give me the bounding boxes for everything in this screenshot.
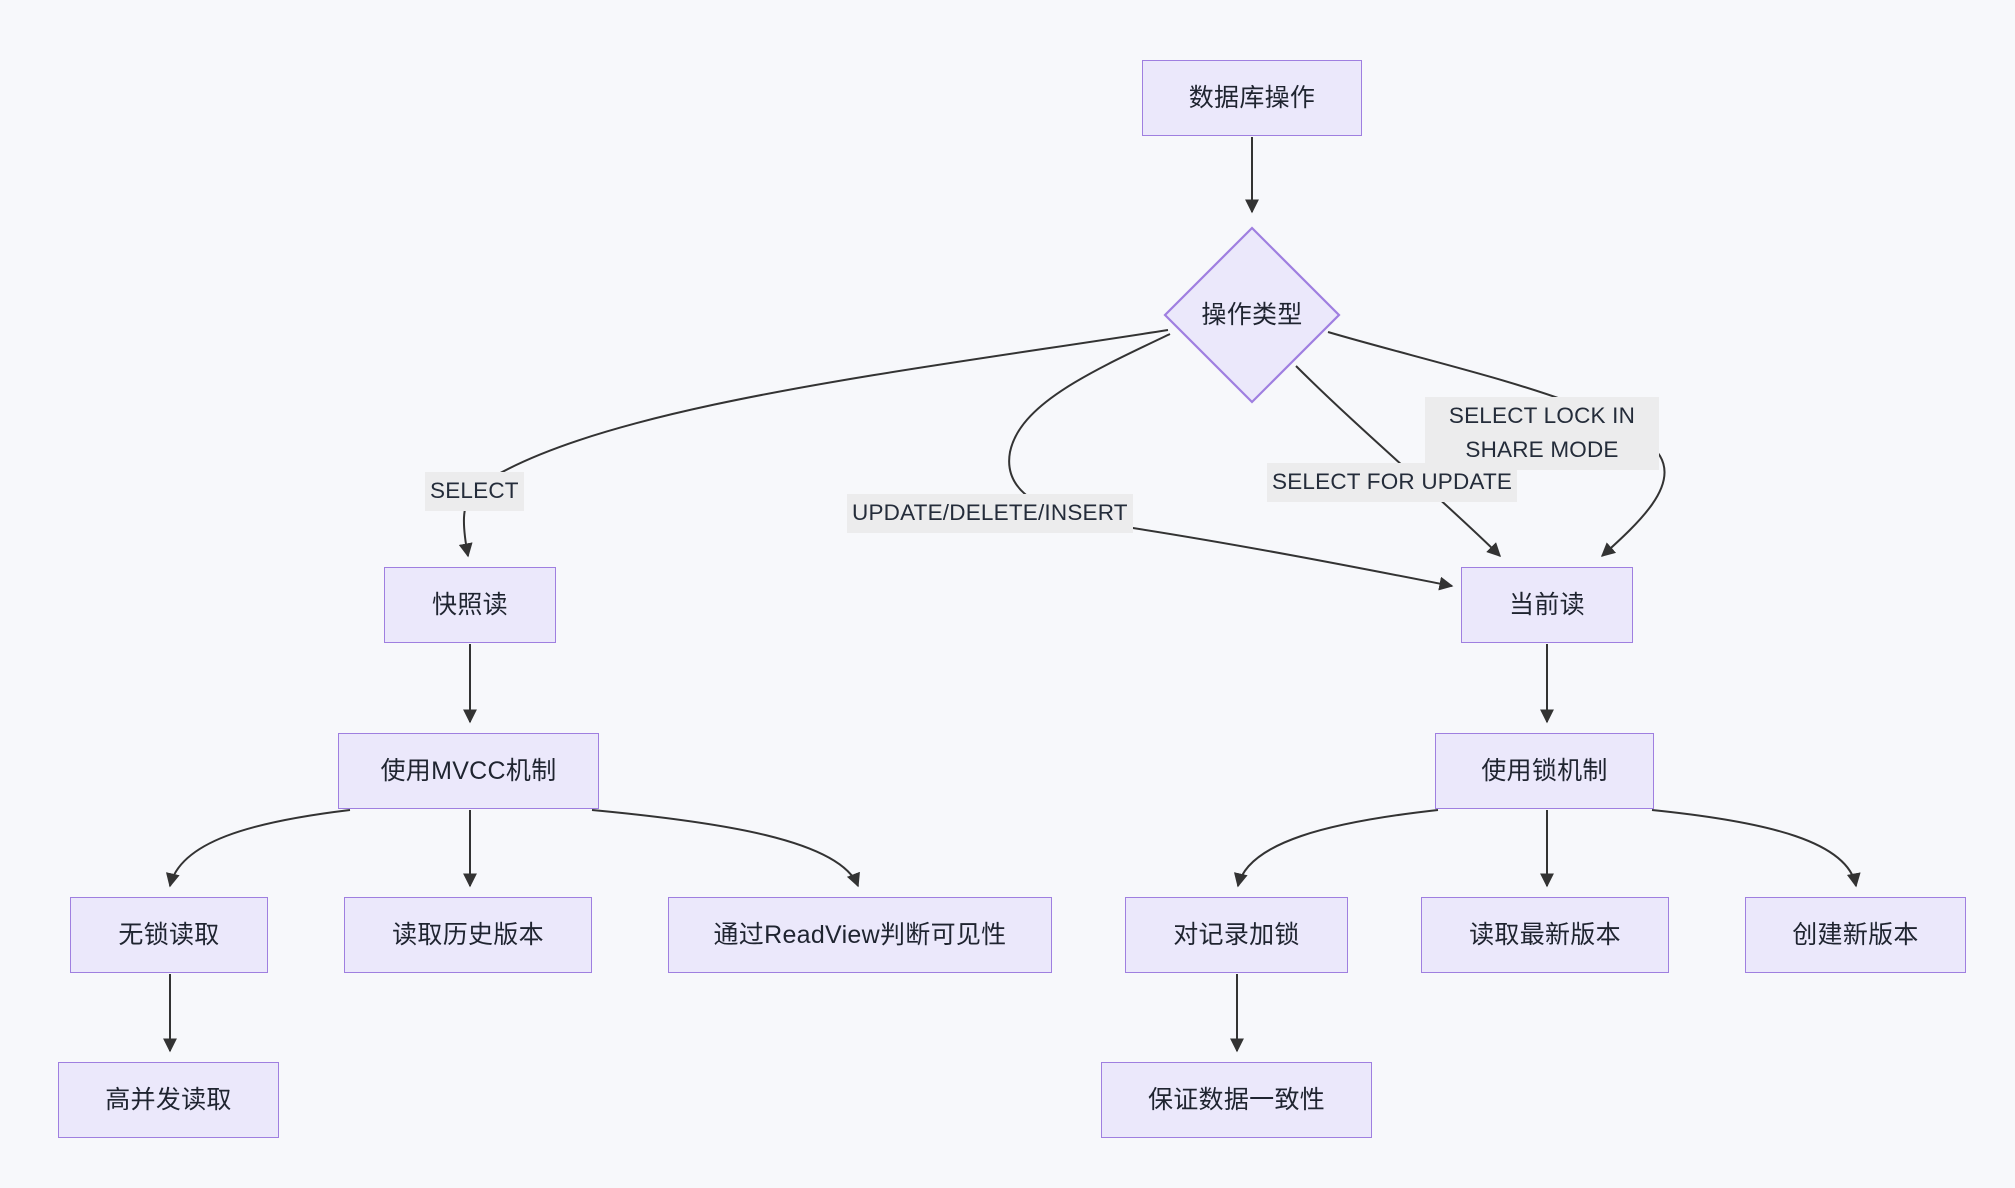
node-read-latest-version[interactable]: 读取最新版本 bbox=[1421, 897, 1669, 973]
node-current-read[interactable]: 当前读 bbox=[1461, 567, 1633, 643]
edge-mvcc-to-nolock bbox=[165, 809, 351, 888]
node-high-concurrency-read[interactable]: 高并发读取 bbox=[58, 1062, 279, 1138]
edge-mvcc-to-readview bbox=[591, 809, 860, 888]
node-use-mvcc[interactable]: 使用MVCC机制 bbox=[338, 733, 599, 809]
node-use-lock[interactable]: 使用锁机制 bbox=[1435, 733, 1654, 809]
node-label: 使用MVCC机制 bbox=[380, 757, 557, 785]
node-label: 创建新版本 bbox=[1792, 921, 1919, 949]
node-label: 通过ReadView判断可见性 bbox=[713, 921, 1007, 949]
node-label: 读取历史版本 bbox=[392, 921, 544, 949]
node-label: 高并发读取 bbox=[105, 1086, 232, 1114]
node-data-consistency[interactable]: 保证数据一致性 bbox=[1101, 1062, 1372, 1138]
node-snapshot-read[interactable]: 快照读 bbox=[384, 567, 556, 643]
node-readview-visibility[interactable]: 通过ReadView判断可见性 bbox=[668, 897, 1052, 973]
node-label: 对记录加锁 bbox=[1173, 921, 1300, 949]
edge-label-update-delete-insert: UPDATE/DELETE/INSERT bbox=[847, 494, 1133, 533]
node-label: 数据库操作 bbox=[1188, 84, 1316, 112]
node-create-new-version[interactable]: 创建新版本 bbox=[1745, 897, 1966, 973]
edge-lock-to-new-ver bbox=[1651, 809, 1861, 888]
node-lock-free-read[interactable]: 无锁读取 bbox=[70, 897, 268, 973]
diamond-shape-icon bbox=[1163, 226, 1341, 404]
node-label: 读取最新版本 bbox=[1469, 921, 1621, 949]
node-label: 操作类型 bbox=[1201, 301, 1303, 329]
edge-label-select-lock-in-share-mode: SELECT LOCK IN SHARE MODE bbox=[1425, 397, 1659, 470]
edge-label-select: SELECT bbox=[425, 472, 524, 511]
edge-lock-to-lock-record bbox=[1233, 809, 1439, 888]
node-read-historical-version[interactable]: 读取历史版本 bbox=[344, 897, 592, 973]
node-lock-record[interactable]: 对记录加锁 bbox=[1125, 897, 1348, 973]
node-label: 当前读 bbox=[1509, 591, 1585, 619]
node-op-type[interactable]: 操作类型 bbox=[1162, 225, 1342, 405]
node-label: 快照读 bbox=[432, 591, 508, 619]
node-db-op[interactable]: 数据库操作 bbox=[1142, 60, 1362, 136]
edge-label-select-for-update: SELECT FOR UPDATE bbox=[1267, 463, 1518, 502]
node-label: 使用锁机制 bbox=[1481, 757, 1608, 785]
node-label: 保证数据一致性 bbox=[1147, 1086, 1326, 1114]
node-label: 无锁读取 bbox=[118, 921, 220, 949]
